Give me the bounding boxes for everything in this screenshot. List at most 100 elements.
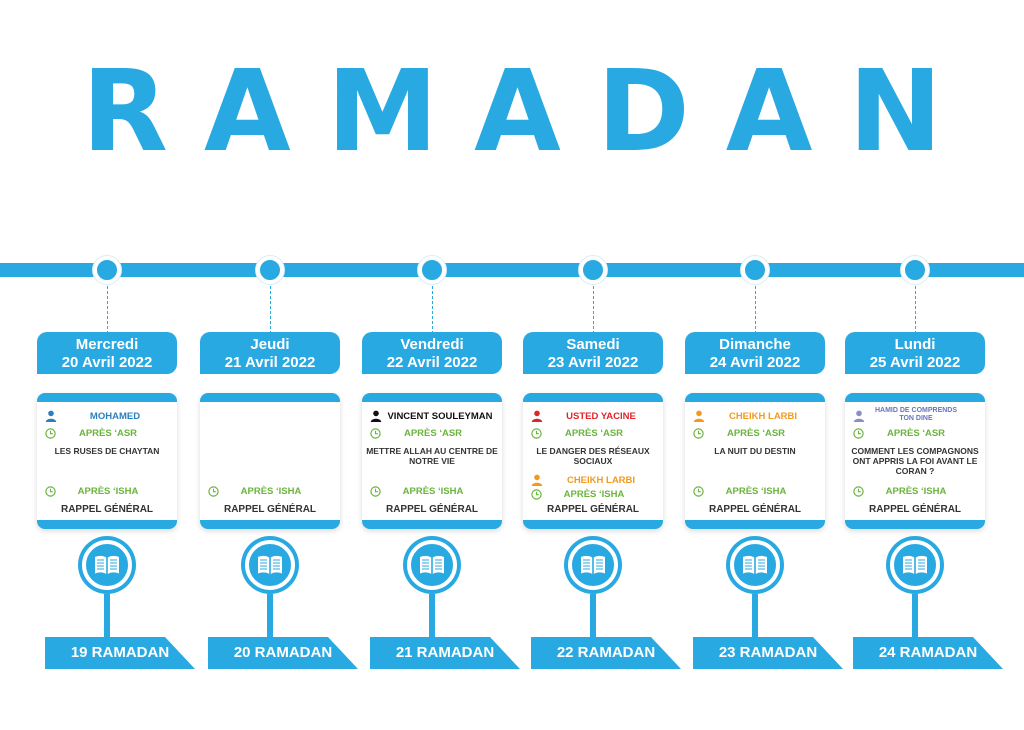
timeline-node (901, 256, 929, 284)
clock-icon (531, 428, 542, 439)
ramadan-day-label: 22 RAMADAN (556, 644, 656, 661)
isha-time-row: APRÈS ‘ISHA (208, 486, 334, 498)
timeline-connector (270, 286, 271, 334)
person-icon (693, 410, 705, 422)
asr-time: APRÈS ‘ASR (78, 428, 138, 439)
day-date: 24 Avril 2022 (709, 354, 801, 371)
isha-topic: RAPPEL GÉNÉRAL (385, 504, 479, 515)
ramadan-day-banner: 20 RAMADAN (208, 637, 358, 669)
isha-speaker: CHEIKH LARBI (566, 475, 636, 486)
asr-speaker-row: USTED YACINE (531, 410, 657, 424)
ramadan-day-banner: 23 RAMADAN (693, 637, 843, 669)
isha-time-row: APRÈS ‘ISHA (370, 486, 496, 498)
schedule-card: CHEIKH LARBI APRÈS ‘ASR LA NUIT DU DESTIN A… (685, 393, 825, 529)
asr-time-row: APRÈS ‘ASR (693, 428, 819, 440)
ramadan-day-label: 23 RAMADAN (718, 644, 818, 661)
isha-time-row: APRÈS ‘ISHA (693, 486, 819, 498)
asr-speaker-row: HAMID DE COMPRENDS TON DINE (853, 407, 979, 424)
day-date: 22 Avril 2022 (386, 354, 478, 371)
asr-speaker: USTED YACINE (566, 411, 636, 422)
page-title: RAMADAN (81, 47, 979, 177)
person-icon (370, 410, 382, 422)
day-name: Dimanche (719, 336, 791, 353)
ramadan-day-banner: 19 RAMADAN (45, 637, 195, 669)
book-stem (104, 594, 110, 640)
timeline-connector (915, 286, 916, 334)
day-date: 23 Avril 2022 (547, 354, 639, 371)
isha-speaker-row: CHEIKH LARBI (531, 474, 657, 488)
isha-time: APRÈS ‘ISHA (240, 486, 302, 497)
person-icon (531, 474, 543, 486)
book-badge (890, 540, 940, 590)
isha-time: APRÈS ‘ISHA (725, 486, 787, 497)
asr-speaker: VINCENT SOULEYMAN (387, 411, 493, 422)
schedule-card: VINCENT SOULEYMAN APRÈS ‘ASR METTRE ALLAH … (362, 393, 502, 529)
timeline-node (579, 256, 607, 284)
day-name: Samedi (566, 336, 620, 353)
clock-icon (693, 486, 704, 497)
ramadan-day-label: 21 RAMADAN (395, 644, 495, 661)
ramadan-day-label: 24 RAMADAN (878, 644, 978, 661)
timeline-node (256, 256, 284, 284)
isha-topic: RAPPEL GÉNÉRAL (708, 504, 802, 515)
asr-speaker-row: VINCENT SOULEYMAN (370, 410, 496, 424)
book-badge (82, 540, 132, 590)
isha-topic: RAPPEL GÉNÉRAL (223, 504, 317, 515)
isha-time: APRÈS ‘ISHA (402, 486, 464, 497)
isha-time-row: APRÈS ‘ISHA (531, 489, 657, 501)
isha-topic: RAPPEL GÉNÉRAL (60, 504, 154, 515)
day-date: 25 Avril 2022 (869, 354, 961, 371)
book-badge (407, 540, 457, 590)
clock-icon (208, 486, 219, 497)
isha-topic: RAPPEL GÉNÉRAL (868, 504, 962, 515)
day-date: 20 Avril 2022 (61, 354, 153, 371)
day-date: 21 Avril 2022 (224, 354, 316, 371)
asr-topic: LES RUSES DE CHAYTAN (54, 446, 160, 456)
asr-topic: LA NUIT DU DESTIN (714, 446, 796, 456)
ramadan-day-banner: 24 RAMADAN (853, 637, 1003, 669)
timeline-connector (755, 286, 756, 334)
book-stem (752, 594, 758, 640)
asr-time: APRÈS ‘ASR (886, 428, 946, 439)
asr-speaker: CHEIKH LARBI (728, 411, 798, 422)
person-icon (853, 410, 865, 422)
timeline-node (93, 256, 121, 284)
book-badge (245, 540, 295, 590)
asr-time: APRÈS ‘ASR (564, 428, 624, 439)
asr-topic: COMMENT LES COMPAGNONS ONT APPRIS LA FOI… (851, 446, 979, 476)
clock-icon (370, 486, 381, 497)
isha-time: APRÈS ‘ISHA (563, 489, 625, 500)
asr-speaker-row: CHEIKH LARBI (693, 410, 819, 424)
asr-time-row: APRÈS ‘ASR (531, 428, 657, 440)
schedule-card: HAMID DE COMPRENDS TON DINE APRÈS ‘ASR COM… (845, 393, 985, 529)
timeline-connector (432, 286, 433, 334)
clock-icon (693, 428, 704, 439)
timeline-connector (107, 286, 108, 334)
schedule-card: MOHAMED APRÈS ‘ASR LES RUSES DE CHAYTAN APR… (37, 393, 177, 529)
book-stem (267, 594, 273, 640)
isha-time: APRÈS ‘ISHA (77, 486, 139, 497)
clock-icon (531, 489, 542, 500)
clock-icon (370, 428, 381, 439)
person-icon (531, 410, 543, 422)
asr-speaker: HAMID DE COMPRENDS TON DINE (874, 407, 958, 422)
day-name: Lundi (894, 336, 936, 353)
asr-time: APRÈS ‘ASR (403, 428, 463, 439)
asr-time: APRÈS ‘ASR (726, 428, 786, 439)
timeline-node (418, 256, 446, 284)
book-stem (912, 594, 918, 640)
clock-icon (45, 428, 56, 439)
person-icon (45, 410, 57, 422)
book-stem (429, 594, 435, 640)
schedule-card: APRÈS ‘ISHA RAPPEL GÉNÉRAL (200, 393, 340, 529)
asr-time-row: APRÈS ‘ASR (370, 428, 496, 440)
asr-topic: METTRE ALLAH AU CENTRE DE NOTRE VIE (366, 446, 498, 466)
day-name: Jeudi (250, 336, 290, 353)
asr-speaker-row: MOHAMED (45, 410, 171, 424)
